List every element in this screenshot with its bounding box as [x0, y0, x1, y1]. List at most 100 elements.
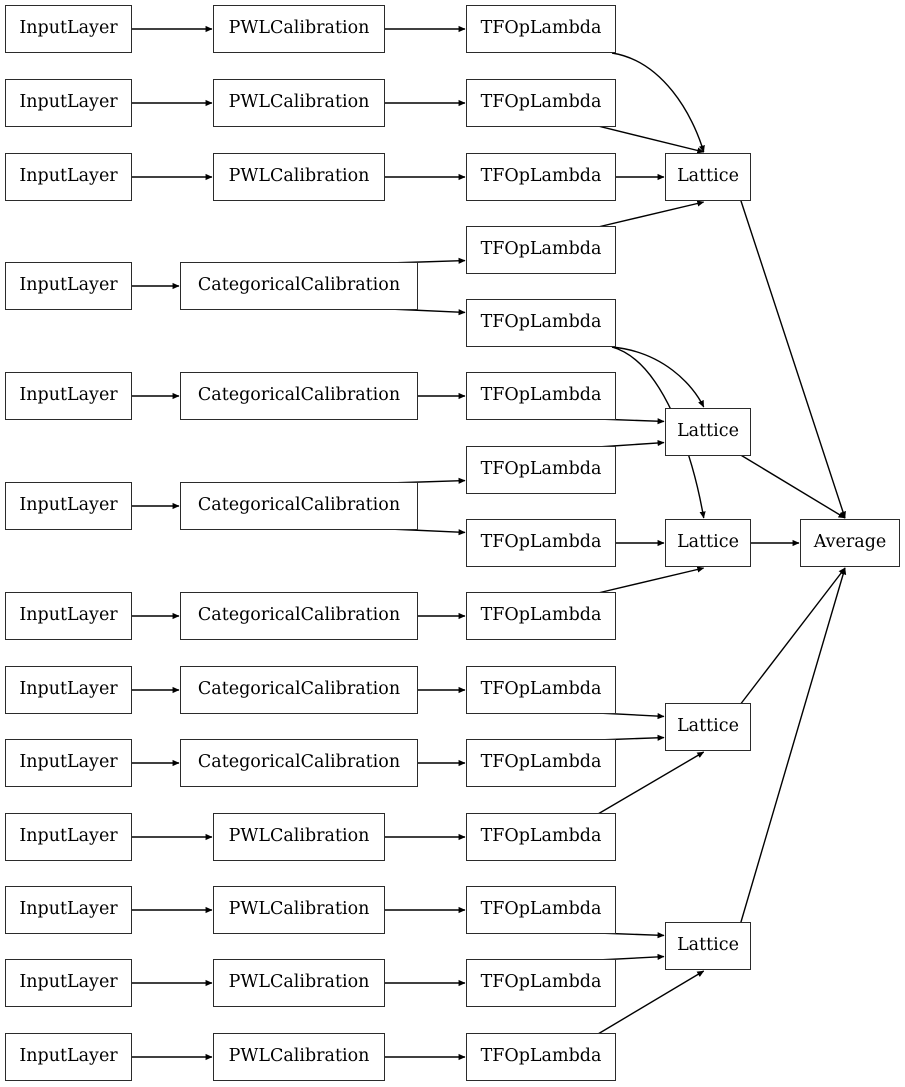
- node-label: CategoricalCalibration: [197, 605, 401, 626]
- node-in4[interactable]: InputLayer: [5, 262, 132, 310]
- node-cal10[interactable]: PWLCalibration: [213, 813, 385, 861]
- node-op10[interactable]: TFOpLambda: [466, 666, 616, 714]
- node-label: InputLayer: [19, 275, 118, 296]
- node-in7[interactable]: InputLayer: [5, 592, 132, 640]
- node-label: TFOpLambda: [480, 679, 602, 700]
- node-in5[interactable]: InputLayer: [5, 372, 132, 420]
- node-label: CategoricalCalibration: [197, 385, 401, 406]
- node-op2[interactable]: TFOpLambda: [466, 79, 616, 127]
- node-op5[interactable]: TFOpLambda: [466, 299, 616, 347]
- node-label: InputLayer: [19, 679, 118, 700]
- node-in11[interactable]: InputLayer: [5, 886, 132, 934]
- node-label: Lattice: [677, 532, 739, 553]
- node-op7[interactable]: TFOpLambda: [466, 446, 616, 494]
- node-label: PWLCalibration: [228, 1046, 370, 1067]
- node-label: PWLCalibration: [228, 18, 370, 39]
- node-in10[interactable]: InputLayer: [5, 813, 132, 861]
- node-label: TFOpLambda: [480, 239, 602, 260]
- node-lat4[interactable]: Lattice: [665, 703, 751, 751]
- node-op6[interactable]: TFOpLambda: [466, 372, 616, 420]
- node-label: TFOpLambda: [480, 752, 602, 773]
- node-cal1[interactable]: PWLCalibration: [213, 5, 385, 53]
- node-label: Lattice: [677, 716, 739, 737]
- node-label: TFOpLambda: [480, 385, 602, 406]
- node-label: PWLCalibration: [228, 972, 370, 993]
- node-label: CategoricalCalibration: [197, 679, 401, 700]
- node-label: TFOpLambda: [480, 605, 602, 626]
- node-op9[interactable]: TFOpLambda: [466, 592, 616, 640]
- node-lat5[interactable]: Lattice: [665, 922, 751, 970]
- node-label: Lattice: [677, 935, 739, 956]
- edge-lat5-to-avg: [740, 567, 847, 924]
- node-label: InputLayer: [19, 92, 118, 113]
- node-label: TFOpLambda: [480, 459, 602, 480]
- node-label: TFOpLambda: [480, 166, 602, 187]
- node-label: CategoricalCalibration: [197, 275, 401, 296]
- node-op13[interactable]: TFOpLambda: [466, 886, 616, 934]
- node-label: InputLayer: [19, 385, 118, 406]
- node-label: TFOpLambda: [480, 1046, 602, 1067]
- node-in2[interactable]: InputLayer: [5, 79, 132, 127]
- node-op3[interactable]: TFOpLambda: [466, 153, 616, 201]
- node-op12[interactable]: TFOpLambda: [466, 813, 616, 861]
- node-cal4[interactable]: CategoricalCalibration: [180, 262, 418, 310]
- edge-op2-to-lat1: [597, 125, 705, 154]
- node-cal8[interactable]: CategoricalCalibration: [180, 666, 418, 714]
- node-label: TFOpLambda: [480, 312, 602, 333]
- node-op15[interactable]: TFOpLambda: [466, 1033, 616, 1081]
- node-label: InputLayer: [19, 972, 118, 993]
- node-label: InputLayer: [19, 826, 118, 847]
- node-cal13[interactable]: PWLCalibration: [213, 1033, 385, 1081]
- node-op14[interactable]: TFOpLambda: [466, 959, 616, 1007]
- node-cal3[interactable]: PWLCalibration: [213, 153, 385, 201]
- node-op4[interactable]: TFOpLambda: [466, 226, 616, 274]
- node-label: InputLayer: [19, 752, 118, 773]
- node-cal5[interactable]: CategoricalCalibration: [180, 372, 418, 420]
- node-cal12[interactable]: PWLCalibration: [213, 959, 385, 1007]
- node-in8[interactable]: InputLayer: [5, 666, 132, 714]
- node-avg[interactable]: Average: [800, 519, 900, 567]
- node-in6[interactable]: InputLayer: [5, 482, 132, 530]
- node-cal9[interactable]: CategoricalCalibration: [180, 739, 418, 787]
- node-cal2[interactable]: PWLCalibration: [213, 79, 385, 127]
- node-label: TFOpLambda: [480, 18, 602, 39]
- edge-lat4-to-avg: [740, 567, 846, 705]
- node-label: InputLayer: [19, 605, 118, 626]
- edge-lat1-to-avg: [740, 199, 846, 519]
- node-label: CategoricalCalibration: [197, 495, 401, 516]
- node-label: TFOpLambda: [480, 899, 602, 920]
- node-label: Average: [813, 532, 887, 553]
- node-in13[interactable]: InputLayer: [5, 1033, 132, 1081]
- node-label: TFOpLambda: [480, 826, 602, 847]
- node-label: InputLayer: [19, 166, 118, 187]
- node-cal11[interactable]: PWLCalibration: [213, 886, 385, 934]
- edge-op9-to-lat3: [597, 566, 705, 594]
- node-label: Lattice: [677, 166, 739, 187]
- node-lat1[interactable]: Lattice: [665, 153, 751, 201]
- node-in12[interactable]: InputLayer: [5, 959, 132, 1007]
- node-lat3[interactable]: Lattice: [665, 519, 751, 567]
- node-op1[interactable]: TFOpLambda: [466, 5, 616, 53]
- node-label: PWLCalibration: [228, 92, 370, 113]
- edge-op5-to-lat2: [611, 346, 705, 408]
- node-lat2[interactable]: Lattice: [665, 408, 751, 456]
- edge-lat2-to-avg: [740, 454, 846, 519]
- edge-op1-to-lat1: [611, 52, 705, 153]
- node-op8[interactable]: TFOpLambda: [466, 519, 616, 567]
- node-label: InputLayer: [19, 899, 118, 920]
- node-label: CategoricalCalibration: [197, 752, 401, 773]
- node-cal6[interactable]: CategoricalCalibration: [180, 482, 418, 530]
- node-label: Lattice: [677, 421, 739, 442]
- node-label: TFOpLambda: [480, 532, 602, 553]
- node-cal7[interactable]: CategoricalCalibration: [180, 592, 418, 640]
- node-label: InputLayer: [19, 18, 118, 39]
- node-in3[interactable]: InputLayer: [5, 153, 132, 201]
- node-label: PWLCalibration: [228, 899, 370, 920]
- node-label: PWLCalibration: [228, 166, 370, 187]
- node-in1[interactable]: InputLayer: [5, 5, 132, 53]
- node-in9[interactable]: InputLayer: [5, 739, 132, 787]
- node-label: TFOpLambda: [480, 92, 602, 113]
- node-label: TFOpLambda: [480, 972, 602, 993]
- node-op11[interactable]: TFOpLambda: [466, 739, 616, 787]
